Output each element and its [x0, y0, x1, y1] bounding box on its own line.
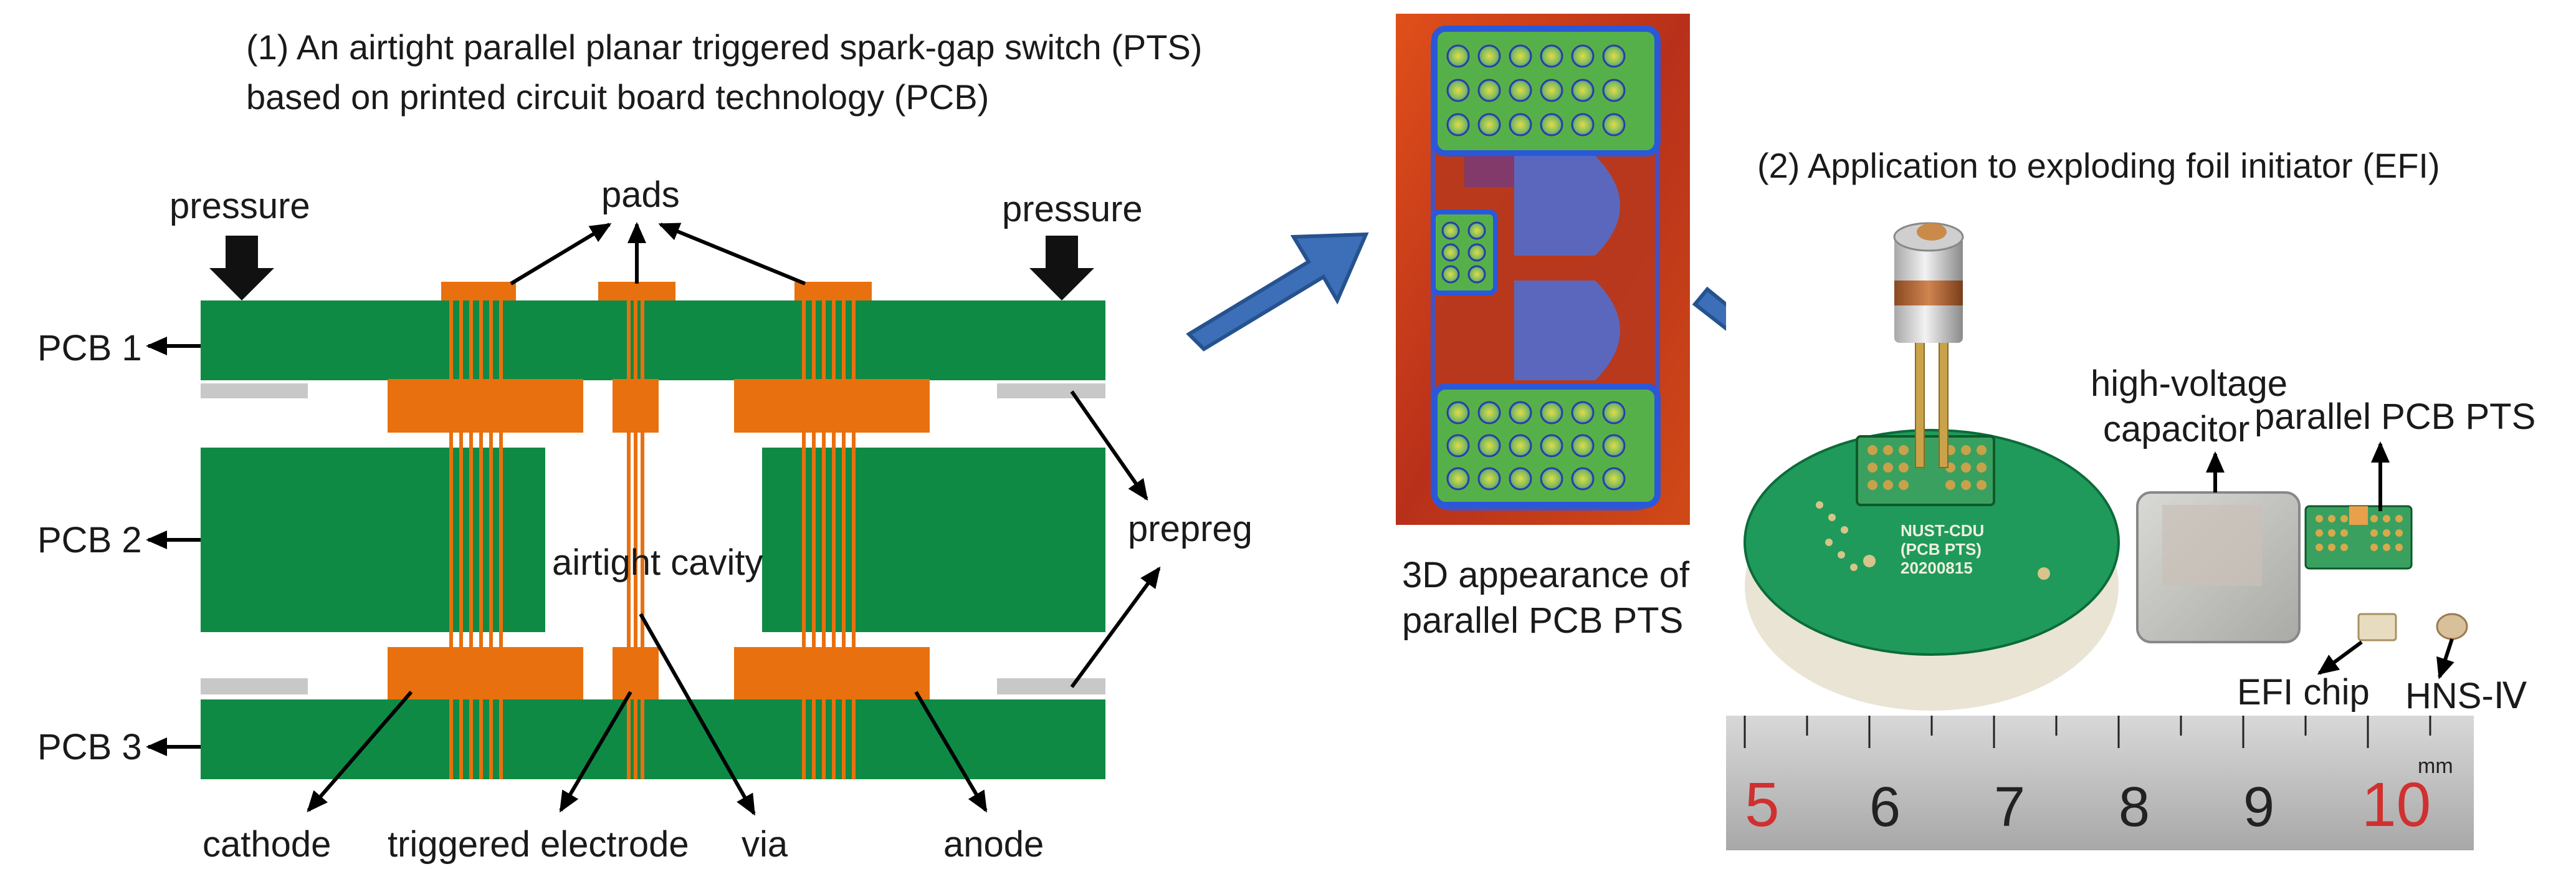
label-triggered-electrode: triggered electrode — [388, 824, 689, 865]
label-anode: anode — [943, 824, 1044, 865]
label-prepreg: prepreg — [1128, 509, 1252, 549]
prepreg-1-right — [997, 383, 1105, 398]
top-pad-left — [441, 282, 516, 300]
pressure-arrow-right — [1029, 236, 1094, 300]
ruler — [1726, 716, 2474, 850]
title-part1-line1: (1) An airtight parallel planar triggere… — [246, 27, 1202, 67]
top-pad-center — [598, 282, 675, 300]
label-hns: HNS-Ⅳ — [2405, 676, 2527, 716]
flow-arrow-1 — [1186, 232, 1369, 352]
title-part1-line2: based on printed circuit board technolog… — [246, 77, 989, 117]
label-pads: pads — [601, 175, 680, 215]
vias — [449, 300, 856, 779]
ruler-ticks — [1744, 716, 2431, 748]
cathode-lower — [388, 647, 583, 701]
prepreg-2-left — [201, 678, 308, 694]
pressure-arrow-left — [209, 236, 274, 300]
label-cathode: cathode — [203, 824, 331, 865]
pcb1-board — [201, 300, 1105, 380]
label-pressure-left: pressure — [169, 186, 310, 226]
ruler-num-6: 6 — [1869, 776, 1901, 838]
pcb3-board — [201, 699, 1105, 779]
prepreg-2-right — [997, 678, 1105, 694]
label-pcb2: PCB 2 — [37, 520, 142, 560]
cathode-upper — [388, 379, 583, 433]
ruler-num-7: 7 — [1994, 776, 2025, 838]
efi-chip-sample — [2357, 613, 2397, 641]
label-capacitor-2: capacitor — [2103, 409, 2249, 449]
render-caption-line1: 3D appearance of — [1402, 555, 1690, 595]
ruler-num-5: 5 — [1745, 770, 1780, 840]
disc-top — [1745, 430, 2119, 655]
prepreg-1-left — [201, 383, 308, 398]
efi-photo: NUST-CDU (PCB PTS) 20200815 — [1726, 187, 2576, 869]
ruler-unit: mm — [2418, 754, 2453, 778]
board-text-2: (PCB PTS) — [1901, 540, 1982, 559]
render-3d — [1396, 14, 1690, 525]
hns-sample — [2436, 613, 2468, 640]
ruler-num-8: 8 — [2119, 776, 2150, 838]
label-parallel-pcb-pts: parallel PCB PTS — [2254, 396, 2535, 437]
render-caption-line2: parallel PCB PTS — [1402, 600, 1683, 641]
photo-leader-lines — [2206, 441, 2454, 679]
pcb2-right — [762, 448, 1105, 632]
ruler-num-9: 9 — [2243, 776, 2274, 838]
pcb2-left — [201, 448, 545, 632]
label-via: via — [742, 824, 788, 865]
label-efi-chip: EFI chip — [2237, 672, 2370, 713]
pts-schematic: pressure pressure pads PCB 1 PCB 2 PCB 3… — [37, 175, 1252, 865]
label-pcb1: PCB 1 — [37, 328, 142, 368]
top-pad-right — [794, 282, 872, 300]
label-pcb3: PCB 3 — [37, 727, 142, 767]
title-part2: (2) Application to exploding foil initia… — [1757, 146, 2440, 185]
ruler-num-10: 10 — [2362, 770, 2431, 840]
board-text-1: NUST-CDU — [1901, 521, 1984, 540]
label-pressure-right: pressure — [1002, 189, 1143, 229]
label-airtight-cavity: airtight cavity — [552, 542, 763, 583]
board-text-3: 20200815 — [1901, 559, 1973, 577]
label-capacitor-1: high-voltage — [2091, 363, 2287, 404]
leader-lines — [146, 222, 1161, 816]
